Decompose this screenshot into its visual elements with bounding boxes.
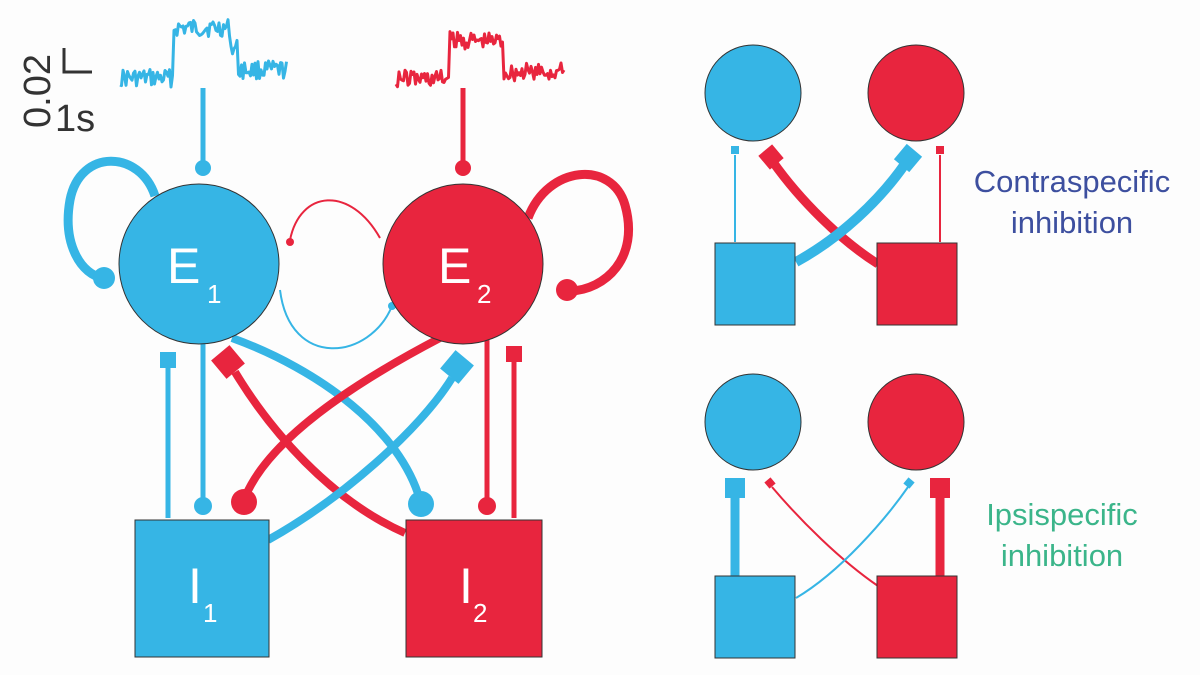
contra-e1-node: [704, 44, 802, 142]
i2-to-e1-inhibition: [211, 345, 407, 537]
node-e1: E 1: [118, 183, 280, 345]
e2-to-e1-connection: [286, 199, 381, 246]
panel-contraspecific: Contraspecific inhibition: [704, 44, 1170, 326]
contra-i1-to-e1: [731, 146, 739, 242]
ipsi-i2-to-e2: [930, 478, 950, 576]
ipsi-i2-node: [876, 575, 958, 659]
node-e1-letter: E: [167, 238, 200, 294]
ipsi-i1-to-e2: [795, 477, 915, 599]
i2-to-e2-inhibition: [506, 346, 522, 518]
contra-e2-node: [867, 44, 965, 142]
contra-i1-to-e2: [793, 143, 923, 267]
e1-to-i2-excitation: [230, 334, 434, 517]
node-i2-letter: I: [459, 558, 473, 614]
e1-to-e2-connection: [279, 289, 396, 350]
contra-i2-to-e1: [758, 144, 881, 268]
panel-ipsispecific: Ipsispecific inhibition: [704, 373, 1138, 659]
node-e2-letter: E: [438, 238, 471, 294]
ipsi-i1-to-e1: [725, 478, 745, 576]
node-i1-letter: I: [188, 558, 202, 614]
ipsi-title-line1: Ipsispecific: [986, 497, 1138, 532]
ipsi-e2-node: [867, 373, 965, 471]
node-e2-subscript: 2: [477, 279, 491, 309]
contra-i2-node: [876, 242, 958, 326]
node-i1: I 1: [134, 519, 270, 658]
scale-bar-lines: [62, 48, 92, 74]
contra-i1-node: [714, 242, 796, 326]
node-e2: E 2: [382, 183, 544, 345]
i1-to-e1-inhibition: [160, 352, 176, 518]
i1-to-e2-inhibition: [266, 350, 474, 544]
e2-to-i1-excitation: [231, 334, 442, 515]
ipsi-i2-to-e1: [764, 477, 879, 587]
scale-time-label: 1s: [55, 98, 95, 140]
ipsi-title-line2: inhibition: [1001, 538, 1123, 573]
e1-activity-trace: [119, 18, 288, 89]
node-i2-subscript: 2: [473, 598, 487, 628]
e2-activity-trace: [394, 30, 566, 89]
node-i2: I 2: [405, 519, 543, 658]
e2-recording-probe: [455, 88, 471, 176]
e2-to-i2-excitation: [478, 340, 496, 515]
contra-title-line1: Contraspecific: [974, 164, 1170, 199]
e2-recurrent-excitation: [523, 169, 634, 301]
contra-title-line2: inhibition: [1011, 205, 1133, 240]
ipsi-i1-node: [714, 575, 796, 659]
contra-i2-to-e2: [936, 146, 944, 242]
e1-to-i1-excitation: [194, 340, 212, 515]
node-e1-subscript: 1: [207, 279, 221, 309]
scale-bar: 0.02 1s: [17, 48, 95, 140]
e1-recurrent-excitation: [63, 156, 160, 289]
ipsi-e1-node: [704, 373, 802, 471]
e1-recording-probe: [195, 88, 211, 176]
node-i1-subscript: 1: [203, 598, 217, 628]
scale-amplitude-label: 0.02: [17, 54, 59, 128]
